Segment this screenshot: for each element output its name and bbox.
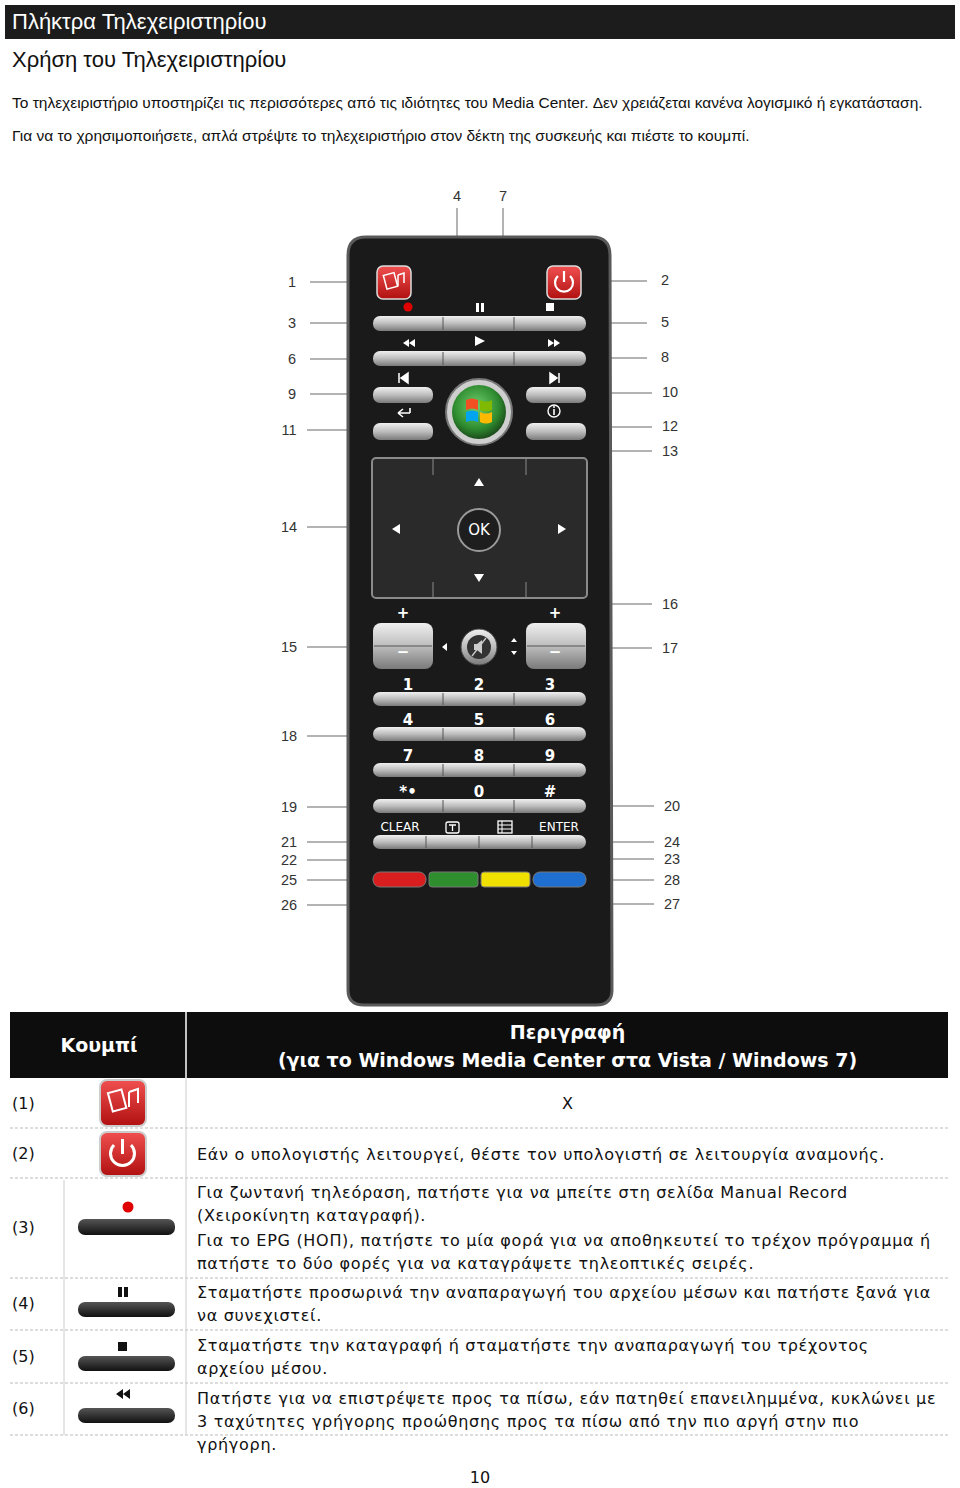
table-header: Περιγραφή	[190, 1020, 945, 1044]
key-legend: 1	[394, 676, 422, 694]
callout-number: 26	[271, 896, 307, 914]
callout-number: 8	[647, 348, 683, 366]
row-number: (3)	[12, 1218, 60, 1238]
key-legend: ENTER	[528, 819, 590, 835]
key-legend: 9	[536, 747, 564, 765]
callout-number: 20	[654, 797, 690, 815]
intro-paragraph: Το τηλεχειριστήριο υποστηρίζει τις περισ…	[12, 86, 942, 152]
table-header: Κουμπί	[20, 1033, 178, 1057]
row-number: (6)	[12, 1399, 60, 1419]
table-cell: X	[190, 1094, 945, 1114]
callout-number: 12	[652, 417, 688, 435]
key-legend: 5	[465, 711, 493, 729]
callout-number: 2	[647, 271, 683, 289]
key-legend: 4	[394, 711, 422, 729]
callout-number: 13	[652, 442, 688, 460]
callout-number: 11	[271, 421, 307, 439]
callout-number: 25	[271, 871, 307, 889]
table-cell: Πατήστε για να επιστρέψετε προς τα πίσω,…	[197, 1387, 942, 1456]
callout-number: 27	[654, 895, 690, 913]
callout-number: 7	[485, 187, 521, 205]
callout-number: 15	[271, 638, 307, 656]
key-legend: 3	[536, 676, 564, 694]
table-header: (για το Windows Media Center στα Vista /…	[190, 1048, 945, 1072]
callout-number: 23	[654, 850, 690, 868]
callout-number: 24	[654, 833, 690, 851]
key-legend: CLEAR	[372, 819, 428, 835]
key-legend: *•	[394, 783, 422, 801]
table-cell: Για ζωντανή τηλεόραση, πατήστε για να μπ…	[197, 1181, 942, 1227]
key-legend: 6	[536, 711, 564, 729]
key-legend: 2	[465, 676, 493, 694]
row-number: (4)	[12, 1294, 60, 1314]
callout-number: 9	[274, 385, 310, 403]
row-number: (2)	[12, 1144, 60, 1164]
callout-number: 28	[654, 871, 690, 889]
table-cell: Σταματήστε την καταγραφή ή σταματήστε τη…	[197, 1334, 942, 1380]
remote-buttons	[372, 266, 587, 887]
key-legend: #	[536, 783, 564, 801]
key-legend: 0	[465, 783, 493, 801]
callout-number: 6	[274, 350, 310, 368]
page-title: Πλήκτρα Τηλεχειριστηρίου	[12, 8, 912, 36]
key-legend: +	[541, 604, 569, 622]
row-number: (5)	[12, 1347, 60, 1367]
callout-number: 17	[652, 639, 688, 657]
button-text: OK	[468, 521, 490, 539]
table-grid	[10, 1012, 948, 1435]
callout-number: 21	[271, 833, 307, 851]
callout-number: 4	[439, 187, 475, 205]
table-cell: Για το EPG (ΗΟΠ), πατήστε το μία φορά γι…	[197, 1229, 942, 1275]
key-legend: 8	[465, 747, 493, 765]
key-legend: +	[389, 604, 417, 622]
callout-number: 19	[271, 798, 307, 816]
key-legend: −	[541, 643, 569, 661]
key-legend: −	[389, 643, 417, 661]
title-band	[5, 5, 955, 39]
callout-number: 14	[271, 518, 307, 536]
callout-number: 18	[271, 727, 307, 745]
page-number: 10	[455, 1468, 505, 1488]
table-cell: Σταματήστε προσωρινά την αναπαραγωγή του…	[197, 1281, 942, 1327]
section-heading: Χρήση του Τηλεχειριστηρίου	[12, 46, 912, 74]
table-cell: Εάν ο υπολογιστής λειτουργεί, θέστε τον …	[197, 1143, 942, 1166]
row-number: (1)	[12, 1094, 60, 1114]
callout-number: 22	[271, 851, 307, 869]
remote-body	[348, 237, 612, 1005]
callout-number: 10	[652, 383, 688, 401]
callout-number: 16	[652, 595, 688, 613]
callout-number: 1	[274, 273, 310, 291]
ok-button: OK	[457, 508, 501, 552]
callout-number: 5	[647, 313, 683, 331]
key-legend: 7	[394, 747, 422, 765]
callout-number: 3	[274, 314, 310, 332]
